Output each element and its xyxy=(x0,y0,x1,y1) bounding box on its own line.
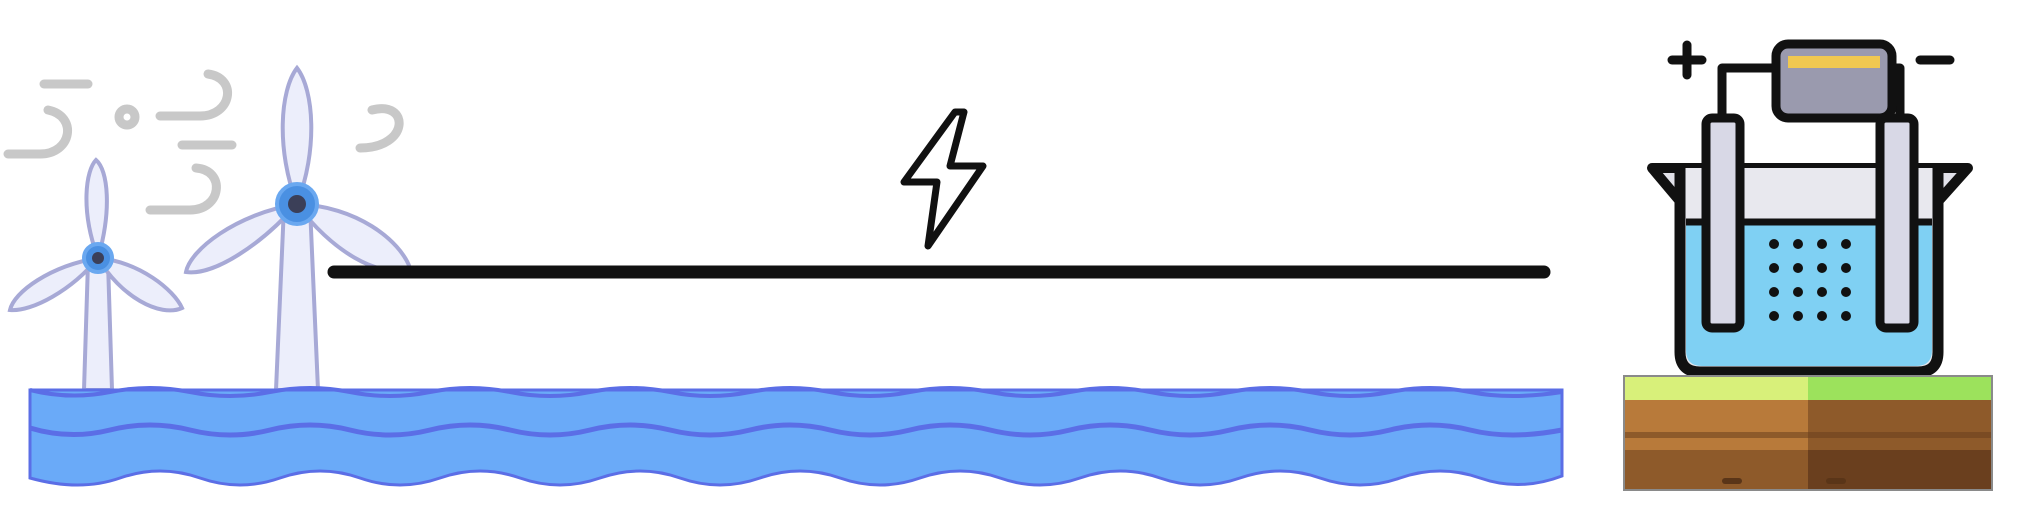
lightning-bolt-icon xyxy=(900,108,987,250)
electrolysis-cell-icon xyxy=(1647,39,1973,378)
sea-waves-icon xyxy=(28,386,1564,487)
bubbles-icon xyxy=(1769,239,1851,321)
soil-block-icon xyxy=(1623,375,1993,491)
plus-terminal-icon xyxy=(1667,40,1707,80)
wind-turbine-small-icon xyxy=(7,157,185,392)
wind-turbine-large-icon xyxy=(183,64,413,392)
wind-lines-icon xyxy=(3,69,404,215)
